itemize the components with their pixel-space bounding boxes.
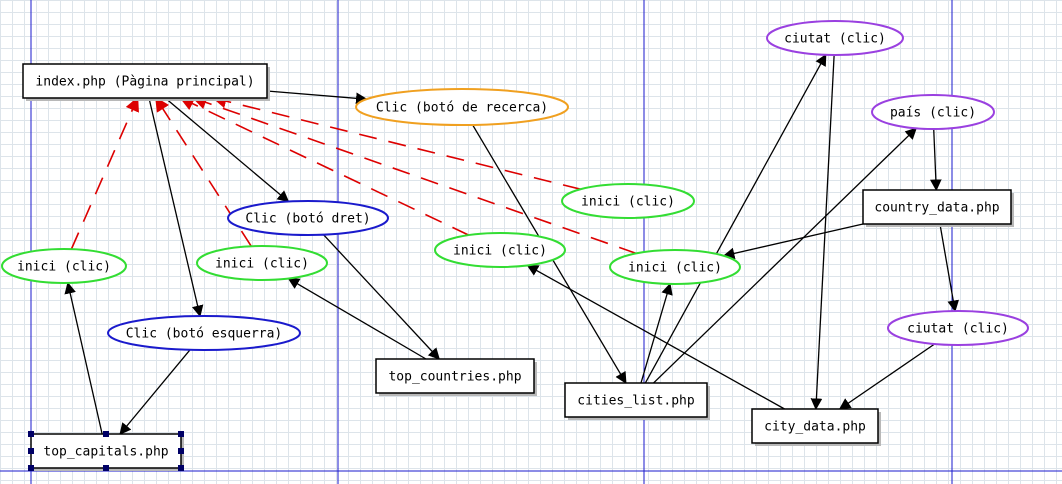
selection-handle[interactable]: [28, 431, 34, 437]
node-label: inici (clic): [628, 261, 722, 276]
node-label: country_data.php: [874, 201, 999, 216]
selection-handle[interactable]: [178, 448, 184, 454]
node-ellipse: [1, 248, 127, 284]
node-label: país (clic): [890, 106, 976, 121]
node-label: inici (clic): [581, 195, 675, 210]
selection-handle[interactable]: [103, 431, 109, 437]
edge-cities_list-to-ciutat_1[interactable]: [644, 53, 827, 384]
edge-country_data-to-inici_5[interactable]: [722, 223, 864, 260]
node-label: Clic (botó dret): [245, 212, 370, 227]
node-box: [751, 408, 879, 444]
node-inici_1[interactable]: inici (clic): [1, 248, 127, 284]
node-ellipse: [434, 232, 566, 268]
node-box: [564, 382, 708, 418]
node-ciutat_2[interactable]: ciutat (clic): [887, 310, 1029, 346]
edge-cities_list-to-pais[interactable]: [653, 127, 917, 384]
node-ellipse: [766, 20, 904, 56]
edge-inici_5-to-index[interactable]: [192, 95, 637, 255]
node-label: Clic (botó esquerra): [126, 327, 283, 342]
edge-clic_esquerra-to-top_capitals[interactable]: [119, 349, 191, 435]
edge-top_countries-to-inici_2[interactable]: [287, 277, 427, 360]
edge-city_data-to-inici_3[interactable]: [526, 264, 785, 410]
selection-handle[interactable]: [178, 465, 184, 471]
node-top_countries[interactable]: top_countries.php: [375, 358, 537, 396]
edge-inici_1-to-index[interactable]: [70, 96, 139, 250]
node-inici_4[interactable]: inici (clic): [561, 183, 695, 219]
node-label: top_capitals.php: [43, 445, 168, 460]
edge-index-to-clic_dret[interactable]: [164, 97, 290, 203]
edge-clic_dret-to-top_countries[interactable]: [323, 234, 440, 360]
node-ellipse: [609, 249, 741, 285]
node-ciutat_1[interactable]: ciutat (clic): [766, 20, 904, 56]
node-label: top_countries.php: [388, 370, 521, 385]
node-ellipse: [887, 310, 1029, 346]
node-cities_list[interactable]: cities_list.php: [564, 382, 710, 420]
node-index[interactable]: index.php (Pàgina principal): [22, 63, 270, 101]
edge-layer: [64, 53, 960, 435]
node-ellipse: [196, 245, 328, 281]
node-label: inici (clic): [17, 260, 111, 275]
node-label: Clic (botó de recerca): [376, 101, 548, 116]
node-inici_5[interactable]: inici (clic): [609, 249, 741, 285]
node-clic_recerca[interactable]: Clic (botó de recerca): [355, 88, 569, 126]
node-ellipse: [355, 88, 569, 126]
node-ellipse: [871, 94, 995, 130]
node-label: city_data.php: [764, 420, 866, 435]
node-label: cities_list.php: [577, 394, 695, 409]
selection-handle[interactable]: [103, 465, 109, 471]
node-top_capitals[interactable]: top_capitals.php: [28, 431, 184, 471]
node-city_data[interactable]: city_data.php: [751, 408, 881, 446]
node-label: inici (clic): [215, 257, 309, 272]
selection-handle[interactable]: [28, 448, 34, 454]
edge-pais-to-country_data[interactable]: [929, 128, 942, 192]
edge-inici_3-to-index[interactable]: [179, 97, 470, 236]
node-label: ciutat (clic): [784, 32, 886, 47]
node-box: [22, 63, 268, 99]
edge-cities_list-to-inici_5[interactable]: [640, 282, 673, 384]
edge-index-to-clic_esquerra[interactable]: [148, 97, 204, 318]
node-clic_esquerra[interactable]: Clic (botó esquerra): [107, 315, 301, 351]
edge-inici_4-to-index[interactable]: [212, 94, 581, 190]
node-inici_2[interactable]: inici (clic): [196, 245, 328, 281]
edge-country_data-to-ciutat_2[interactable]: [939, 223, 960, 313]
node-ellipse: [107, 315, 301, 351]
edge-top_capitals-to-inici_1[interactable]: [64, 281, 103, 435]
selection-handle[interactable]: [28, 465, 34, 471]
node-layer: index.php (Pàgina principal) top_capitals…: [1, 20, 1029, 471]
node-label: inici (clic): [453, 244, 547, 259]
node-ellipse: [561, 183, 695, 219]
node-box: [375, 358, 535, 394]
node-pais[interactable]: país (clic): [871, 94, 995, 130]
edge-index-to-clic_recerca[interactable]: [266, 90, 368, 105]
node-ellipse: [227, 200, 389, 236]
node-country_data[interactable]: country_data.php: [862, 189, 1014, 227]
node-box: [862, 189, 1012, 225]
selection-handle[interactable]: [178, 431, 184, 437]
node-clic_dret[interactable]: Clic (botó dret): [227, 200, 389, 236]
node-label: ciutat (clic): [907, 322, 1009, 337]
node-label: index.php (Pàgina principal): [35, 75, 254, 90]
edge-ciutat_2-to-city_data[interactable]: [838, 343, 935, 410]
node-inici_3[interactable]: inici (clic): [434, 232, 566, 268]
